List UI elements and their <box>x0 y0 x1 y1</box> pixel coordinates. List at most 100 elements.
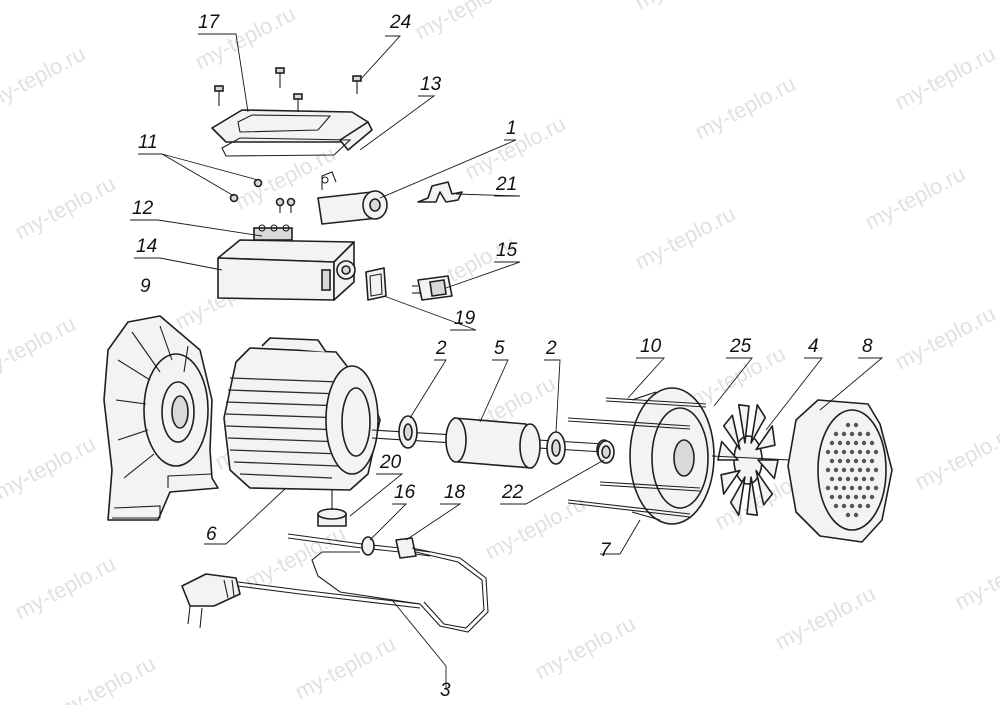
terminal-cover <box>211 109 373 151</box>
watermark-text: my-teplo.ru <box>481 491 590 565</box>
watermark-text: my-teplo.ru <box>891 41 1000 115</box>
watermark-text: my-teplo.ru <box>631 201 740 275</box>
callout-4: 4 <box>808 336 819 357</box>
vent-hole <box>853 440 859 446</box>
rotor-assembly <box>371 415 612 469</box>
fan-blade <box>737 404 750 444</box>
callout-17: 17 <box>198 12 221 33</box>
vent-hole <box>861 476 867 482</box>
vent-hole <box>857 467 863 473</box>
vent-hole <box>845 440 851 446</box>
vent-hole <box>873 467 879 473</box>
cover-gasket <box>221 137 352 157</box>
watermark-text: my-teplo.ru <box>411 0 520 44</box>
vent-hole <box>873 485 879 491</box>
vent-hole <box>841 485 847 491</box>
vent-hole <box>849 449 855 455</box>
fan-blade <box>720 469 741 495</box>
vent-hole <box>853 458 859 464</box>
watermark-text: my-teplo.ru <box>861 161 970 235</box>
callout-15: 15 <box>496 240 518 261</box>
vent-hole <box>861 458 867 464</box>
vent-hole <box>833 449 839 455</box>
vent-hole <box>841 449 847 455</box>
vent-hole <box>849 503 855 509</box>
callout-labels: 17 24 13 1 11 21 12 14 15 9 19 10 25 4 8… <box>132 12 873 701</box>
vent-hole <box>865 467 871 473</box>
capacitor <box>317 171 388 225</box>
fan-blade <box>746 476 759 516</box>
vent-hole <box>833 467 839 473</box>
vent-hole <box>829 458 835 464</box>
fan-blade <box>757 459 779 480</box>
fan-blade <box>755 425 776 451</box>
rear-end-shield <box>629 387 715 525</box>
vent-hole <box>869 494 875 500</box>
callout-18: 18 <box>444 482 466 503</box>
vent-hole <box>869 440 875 446</box>
vent-hole <box>849 485 855 491</box>
callout-24: 24 <box>389 12 411 33</box>
watermark-text: my-teplo.ru <box>691 71 800 145</box>
watermark-text: my-teplo.ru <box>11 171 120 245</box>
vent-hole <box>861 440 867 446</box>
vent-hole <box>865 449 871 455</box>
vent-hole <box>857 485 863 491</box>
callout-6: 6 <box>206 524 217 545</box>
motor-foot <box>317 490 347 527</box>
vent-hole <box>845 422 851 428</box>
fan-blade <box>722 414 741 451</box>
wave-washer <box>597 440 615 464</box>
watermark-text: my-teplo.ru <box>11 551 120 625</box>
vent-hole <box>869 458 875 464</box>
callout-16: 16 <box>394 482 416 503</box>
vent-hole <box>845 458 851 464</box>
watermark-text: my-teplo.ru <box>531 611 640 685</box>
vent-hole <box>829 440 835 446</box>
end-shield <box>103 315 219 521</box>
watermark-text: my-teplo.ru <box>631 0 740 14</box>
vent-hole <box>841 503 847 509</box>
watermark-text: my-teplo.ru <box>771 581 880 655</box>
stator-housing <box>223 337 381 491</box>
watermark-text: my-teplo.ru <box>0 41 90 115</box>
callout-3: 3 <box>440 680 451 701</box>
callout-11: 11 <box>138 132 158 153</box>
watermark-text: my-teplo.ru <box>51 651 160 705</box>
vent-hole <box>865 485 871 491</box>
cover-screws <box>214 67 362 112</box>
fan-blade <box>729 476 746 516</box>
watermark-text: my-teplo.ru <box>0 311 80 385</box>
power-cord <box>181 533 489 633</box>
callout-12: 12 <box>132 198 154 219</box>
vent-hole <box>845 476 851 482</box>
callout-19: 19 <box>454 308 476 329</box>
callout-9: 9 <box>140 276 151 297</box>
capacitor-bracket <box>417 181 463 203</box>
vent-hole <box>837 494 843 500</box>
vent-hole <box>845 512 851 518</box>
callout-22: 22 <box>501 482 524 503</box>
vent-hole <box>857 503 863 509</box>
callout-10: 10 <box>640 336 662 357</box>
vent-hole <box>833 431 839 437</box>
callout-1: 1 <box>506 118 517 139</box>
watermark-text: my-teplo.ru <box>911 421 1000 495</box>
watermark-text: my-teplo.ru <box>951 541 1000 615</box>
vent-hole <box>869 476 875 482</box>
vent-hole <box>873 449 879 455</box>
vent-hole <box>833 503 839 509</box>
vent-hole <box>865 503 871 509</box>
callout-2-right: 2 <box>545 338 557 359</box>
vent-hole <box>865 431 871 437</box>
watermark-text: my-teplo.ru <box>291 631 400 705</box>
vent-hole <box>857 431 863 437</box>
rocker-switch <box>412 275 453 301</box>
vent-hole <box>829 476 835 482</box>
vent-hole <box>853 476 859 482</box>
small-screws <box>229 178 296 213</box>
cooling-fan <box>711 404 791 516</box>
callout-8: 8 <box>862 336 873 357</box>
